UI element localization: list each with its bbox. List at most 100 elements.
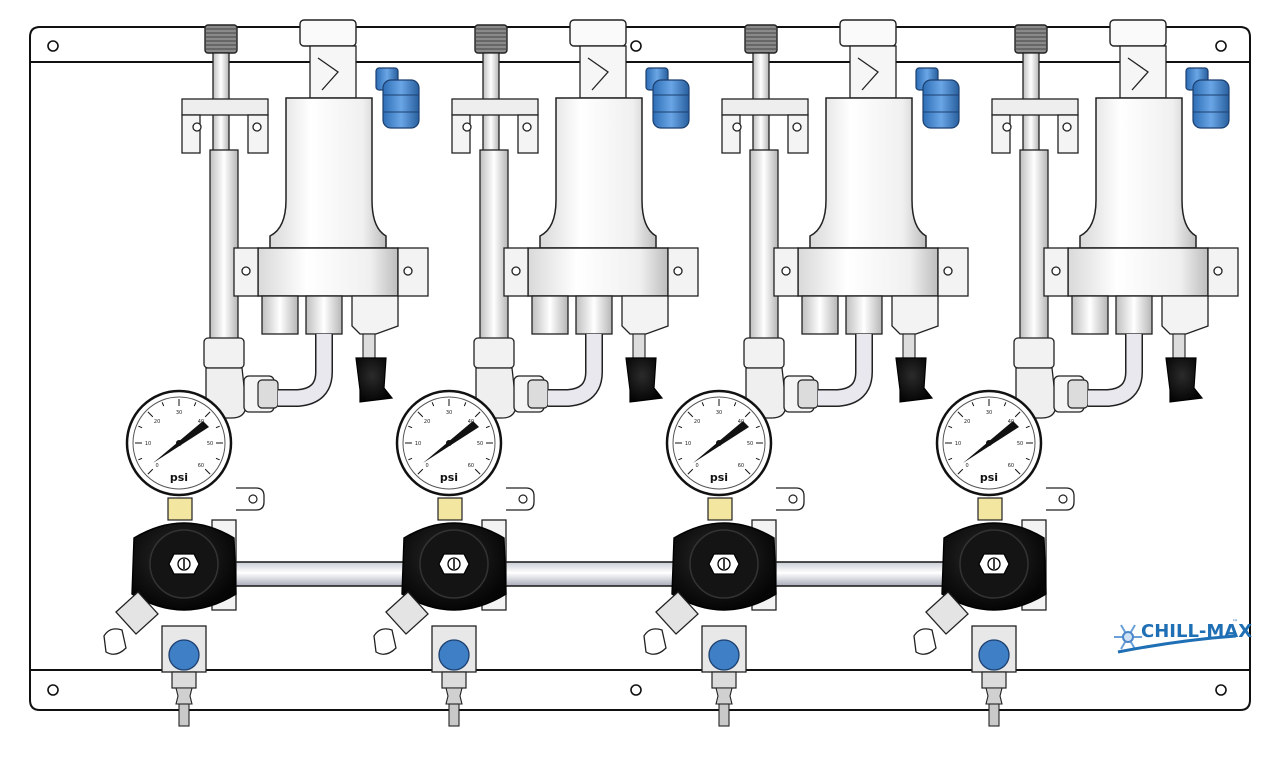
relief-stem: [362, 333, 376, 359]
gauge-tick-mark: [417, 411, 424, 418]
bracket-leg: [721, 114, 741, 154]
housing-cap: [299, 19, 357, 47]
relief-knob: [895, 357, 934, 403]
inlet-nut: [925, 591, 969, 635]
gauge-tick-label: 60: [198, 463, 204, 469]
gauge-tick-mark: [948, 457, 953, 461]
clip-hole: [1058, 494, 1068, 504]
gauge-tick-mark: [957, 411, 964, 418]
mounting-holes: [47, 40, 1227, 696]
barb-tail: [718, 703, 730, 727]
gauge-tick-mark: [1014, 468, 1021, 475]
brand-logo: CHILL-MAX ™: [1114, 619, 1252, 654]
housing-neck: [849, 45, 897, 99]
inlet-nut: [385, 591, 429, 635]
gauge-tick-label: 0: [965, 463, 968, 469]
gauge-pivot: [716, 440, 722, 446]
push-fit-connector: [1013, 337, 1055, 369]
relief-knob: [625, 357, 664, 403]
screw: [781, 266, 791, 276]
gauge-tick-label: 10: [685, 441, 691, 447]
gauge-tick-mark: [138, 457, 143, 461]
connector-ring: [257, 379, 279, 409]
screw: [943, 266, 953, 276]
gauge-tick-mark: [193, 402, 197, 407]
barb-fitting-icon: [715, 687, 733, 705]
gauge-tick-mark: [204, 468, 211, 475]
gauge-tick-mark: [215, 457, 220, 461]
barb-tail: [448, 703, 460, 727]
screw: [1062, 122, 1072, 132]
gauge-tick-mark: [1014, 411, 1021, 418]
relief-knob: [1165, 357, 1204, 403]
gauge-tick-label: 0: [425, 463, 428, 469]
quick-connect-body: [922, 79, 960, 129]
gauge-tick-label: 10: [145, 441, 151, 447]
gauge-tick-label: 20: [964, 419, 970, 425]
relief-valve-body: [891, 295, 939, 335]
gauge-tick-mark: [744, 411, 751, 418]
gauge-tick-label: 20: [154, 419, 160, 425]
outlet-port: [845, 295, 883, 335]
gauge-unit-label: psi: [980, 471, 998, 484]
valve-outlet: [711, 671, 737, 689]
gauge-unit-label: psi: [710, 471, 728, 484]
gauge-tick-mark: [1025, 457, 1030, 461]
barb-tail: [178, 703, 190, 727]
bracket-leg: [181, 114, 201, 154]
collar-tab: [1207, 247, 1239, 297]
mounting-hole: [47, 40, 59, 52]
bent-tube: [818, 334, 872, 406]
gauge-tick-label: 30: [446, 410, 452, 416]
mounting-bracket: [181, 98, 269, 116]
gauge-tick-mark: [408, 457, 413, 461]
gauge-tick-mark: [474, 411, 481, 418]
mounting-hole: [1215, 684, 1227, 696]
shutoff-valve-icon: [978, 639, 1010, 671]
gauge-tick-label: 40: [1008, 419, 1014, 425]
neck-detail: [317, 57, 339, 91]
housing-neck: [309, 45, 357, 99]
gauge-connector: [437, 497, 463, 521]
bent-tube: [278, 334, 332, 406]
connector-ring: [1067, 379, 1089, 409]
gauge-tick-mark: [1003, 402, 1007, 407]
collar-tab: [667, 247, 699, 297]
filter-housing-icon: [269, 97, 387, 249]
gauge-tick-mark: [687, 411, 694, 418]
mounting-bracket: [721, 98, 809, 116]
gauge-tick-label: 0: [155, 463, 158, 469]
shutoff-valve-icon: [438, 639, 470, 671]
screw: [1213, 266, 1223, 276]
gas-tube: [479, 149, 509, 341]
gas-tube: [209, 149, 239, 341]
mounting-hole: [1215, 40, 1227, 52]
gauge-tick-label: 50: [207, 441, 213, 447]
housing-neck: [1119, 45, 1167, 99]
gauge-pivot: [446, 440, 452, 446]
neck-detail: [587, 57, 609, 91]
shutoff-valve-icon: [168, 639, 200, 671]
gas-tube: [1019, 149, 1049, 341]
gauge-tick-mark: [687, 468, 694, 475]
outlet-port: [1115, 295, 1153, 335]
mounting-hole: [630, 40, 642, 52]
bracket-leg: [1057, 114, 1079, 154]
filter-housing-icon: [809, 97, 927, 249]
screw: [1002, 122, 1012, 132]
gauge-tick-label: 40: [468, 419, 474, 425]
barb-fitting-icon: [445, 687, 463, 705]
housing-collar: [527, 247, 669, 297]
gauge-tick-mark: [431, 402, 435, 407]
gauge-connector: [707, 497, 733, 521]
relief-valve-body: [351, 295, 399, 335]
gauge-tick-mark: [474, 468, 481, 475]
gauge-tick-label: 60: [468, 463, 474, 469]
screw: [732, 122, 742, 132]
relief-stem: [902, 333, 916, 359]
bracket-leg: [991, 114, 1011, 154]
check-valve-hook: [373, 628, 397, 655]
valve-outlet: [441, 671, 467, 689]
